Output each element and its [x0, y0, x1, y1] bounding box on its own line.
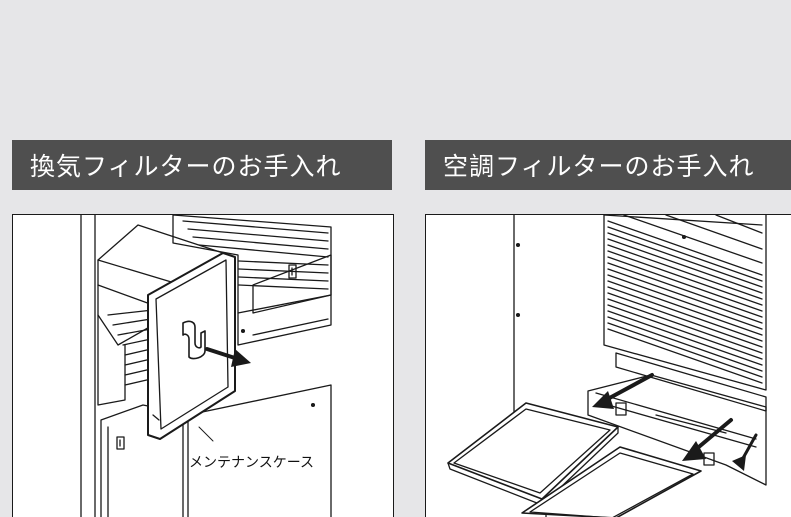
maintenance-case-label: メンテナンスケース	[189, 455, 315, 471]
pull-direction-arrow	[205, 347, 251, 367]
air-conditioning-filter-illustration	[425, 214, 791, 517]
removed-filter-tray-2	[521, 446, 702, 517]
unit-casing	[97, 224, 224, 406]
air-conditioning-filter-title: 空調フィルターのお手入れ	[425, 140, 791, 190]
lower-cabinet	[100, 404, 184, 517]
ventilation-filter-title: 換気フィルターのお手入れ	[12, 140, 392, 190]
ventilation-filter-maintenance-illustration-icon	[80, 215, 332, 517]
indoor-unit-louvers	[603, 215, 767, 391]
maintenance-case	[147, 252, 236, 440]
filter-removal-arrows	[592, 373, 758, 471]
air-conditioning-filter-maintenance-illustration-icon	[447, 215, 767, 517]
air-conditioning-filter-title-text: 空調フィルターのお手入れ	[443, 152, 755, 181]
ventilation-filter-illustration: メンテナンスケース	[12, 214, 394, 517]
ventilation-filter-title-text: 換気フィルターのお手入れ	[30, 152, 342, 181]
